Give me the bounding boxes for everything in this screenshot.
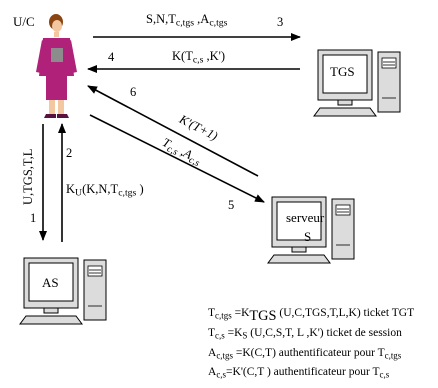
tgs-computer-icon <box>313 49 401 117</box>
arrow-4-label: K(Tc,s ,K') <box>172 49 226 66</box>
arrow-6 <box>87 85 259 177</box>
arrow-2-label: KU(K,N,Tc,tgs ) <box>66 182 144 199</box>
server-label-line1: serveur <box>286 210 325 225</box>
arrow-1-number: 1 <box>30 211 37 225</box>
arrow-6-number: 6 <box>130 85 137 99</box>
legend-line-4: Ac,s=K'(C,T ) authentificateur pour Tc,s <box>208 366 390 380</box>
server-label-line2: S <box>304 229 312 244</box>
as-label: AS <box>42 275 59 290</box>
arrow-3-label: S,N,Tc,tgs ,Ac,tgs <box>146 12 228 29</box>
arrow-5-number: 5 <box>228 198 235 212</box>
user-figure-icon <box>36 14 77 118</box>
arrow-2-number: 2 <box>66 146 73 160</box>
legend-line-1: Tc,tgs =KTGS (U,C,TGS,T,L,K) ticket TGT <box>208 307 415 325</box>
tgs-label: TGS <box>330 64 355 79</box>
arrow-5 <box>89 114 265 203</box>
arrow-4-number: 4 <box>108 50 115 64</box>
legend-line-3: Ac,tgs =K(C,T) authentificateur pour Tc,… <box>208 347 402 361</box>
legend-line-2: Tc,s =KS (U,C,S,T, L ,K') ticket de sess… <box>208 327 402 341</box>
arrow-1-label: U,TGS,T,L <box>21 148 35 205</box>
user-label: U/C <box>13 14 35 29</box>
as-computer-icon <box>19 257 107 325</box>
arrow-3-number: 3 <box>277 15 284 29</box>
